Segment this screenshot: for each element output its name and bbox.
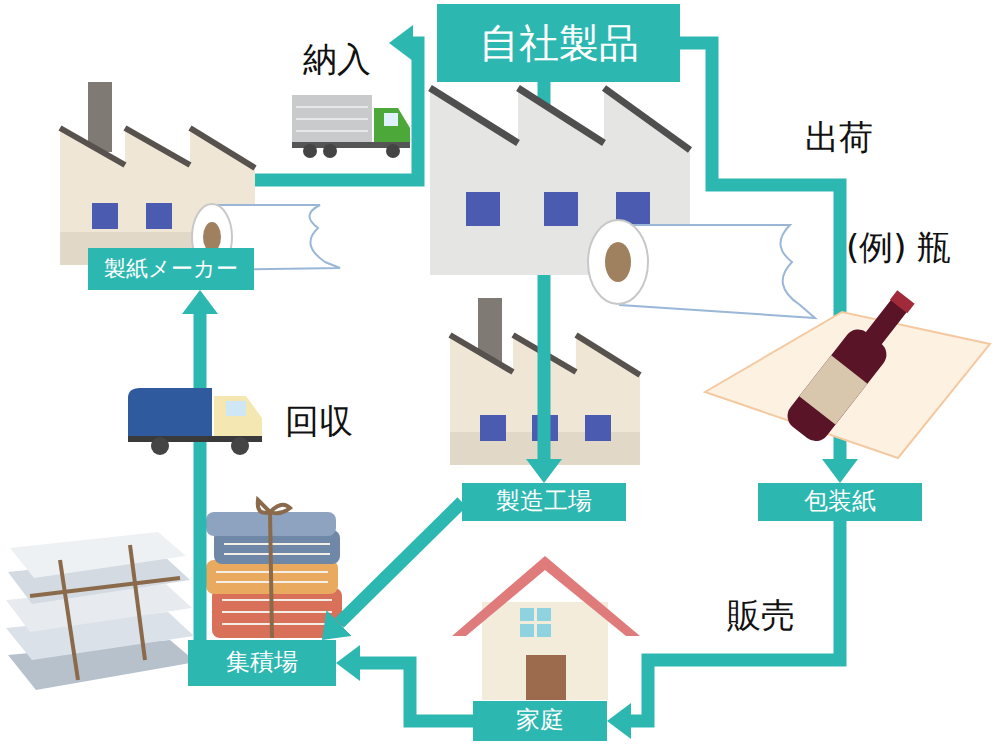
flow-arrow [339,502,462,623]
house-illustration [452,556,640,700]
label-text: 包装紙 [804,488,876,516]
flow-arrow [360,663,473,721]
label-text: 家庭 [516,707,564,735]
edge-label: 納入 [303,40,371,79]
label-text: 製紙メーカー [104,256,238,281]
label-box: 製紙メーカー [88,248,254,290]
label-text: 製造工場 [496,488,592,516]
books-bundle [206,500,342,638]
label-box: 製造工場 [462,483,626,521]
label-box: 集積場 [188,640,336,686]
delivery-truck [292,95,410,158]
flow-arrow [194,314,207,640]
edge-label: 販売 [727,596,795,635]
label-text: 自社製品 [479,20,639,66]
newspaper-bundle [6,532,196,690]
edge-label: 出荷 [805,118,873,157]
label-box: 包装紙 [758,483,922,521]
label-box: 家庭 [473,701,607,741]
own-factory-illustration [430,88,815,318]
edge-label: 回収 [285,402,353,441]
example-label: (例) 瓶 [846,228,951,267]
wrapped-bottle [705,283,990,458]
flow-arrow [631,521,840,721]
collection-truck [128,388,262,455]
label-text: 集積場 [226,649,298,677]
label-box: 自社製品 [437,4,680,82]
